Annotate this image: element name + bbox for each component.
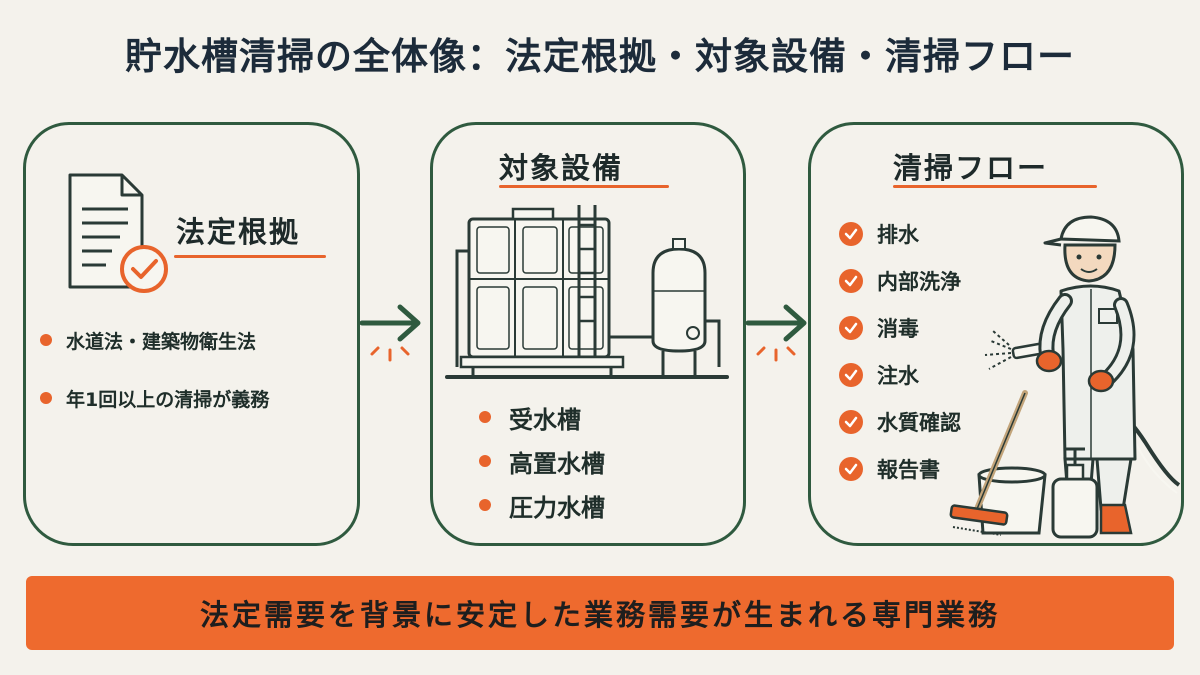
legal-basis-list: 水道法・建築物衛生法 年1回以上の清掃が義務 — [40, 325, 269, 441]
list-item: 水道法・建築物衛生法 — [40, 325, 269, 355]
arrow-right-icon — [359, 304, 421, 362]
check-icon — [839, 410, 863, 434]
legal-basis-underline — [174, 255, 326, 258]
check-icon — [839, 363, 863, 387]
list-item: 排水 — [839, 219, 961, 249]
list-item: 消毒 — [839, 313, 961, 343]
bullet-icon — [479, 499, 491, 511]
equipment-heading: 対象設備 — [499, 151, 624, 185]
check-icon — [839, 222, 863, 246]
legal-basis-panel: 法定根拠 水道法・建築物衛生法 年1回以上の清掃が義務 — [23, 122, 360, 546]
summary-banner: 法定需要を背景に安定した業務需要が生まれる専門業務 — [26, 576, 1174, 650]
equipment-panel: 対象設備 — [430, 122, 746, 546]
arrow-right-icon — [745, 304, 807, 362]
worker-cleaning-icon — [949, 215, 1181, 539]
page-title: 貯水槽清掃の全体像：法定根拠・対象設備・清掃フロー — [125, 35, 1075, 78]
equipment-underline — [499, 185, 669, 188]
document-check-icon — [68, 173, 168, 293]
list-item: 報告書 — [839, 454, 961, 484]
list-item: 高置水槽 — [479, 445, 605, 478]
bullet-icon — [479, 455, 491, 467]
water-tank-icon — [445, 205, 729, 379]
cleaning-flow-panel: 清掃フロー 排水 内部洗浄 消毒 注水 水質確認 報告書 — [808, 122, 1184, 546]
bullet-icon — [40, 392, 52, 404]
equipment-list: 受水槽 高置水槽 圧力水槽 — [479, 401, 605, 533]
summary-banner-text: 法定需要を背景に安定した業務需要が生まれる専門業務 — [199, 598, 1000, 632]
list-item: 注水 — [839, 360, 961, 390]
list-item: 内部洗浄 — [839, 266, 961, 296]
check-icon — [839, 316, 863, 340]
legal-basis-heading: 法定根拠 — [176, 215, 301, 249]
check-icon — [839, 269, 863, 293]
bullet-icon — [40, 334, 52, 346]
bullet-icon — [479, 411, 491, 423]
check-icon — [839, 457, 863, 481]
cleaning-flow-steps: 排水 内部洗浄 消毒 注水 水質確認 報告書 — [839, 219, 961, 501]
list-item: 水質確認 — [839, 407, 961, 437]
list-item: 受水槽 — [479, 401, 605, 434]
list-item: 圧力水槽 — [479, 489, 605, 522]
cleaning-flow-underline — [893, 185, 1097, 188]
list-item: 年1回以上の清掃が義務 — [40, 383, 269, 413]
cleaning-flow-heading: 清掃フロー — [893, 151, 1049, 185]
